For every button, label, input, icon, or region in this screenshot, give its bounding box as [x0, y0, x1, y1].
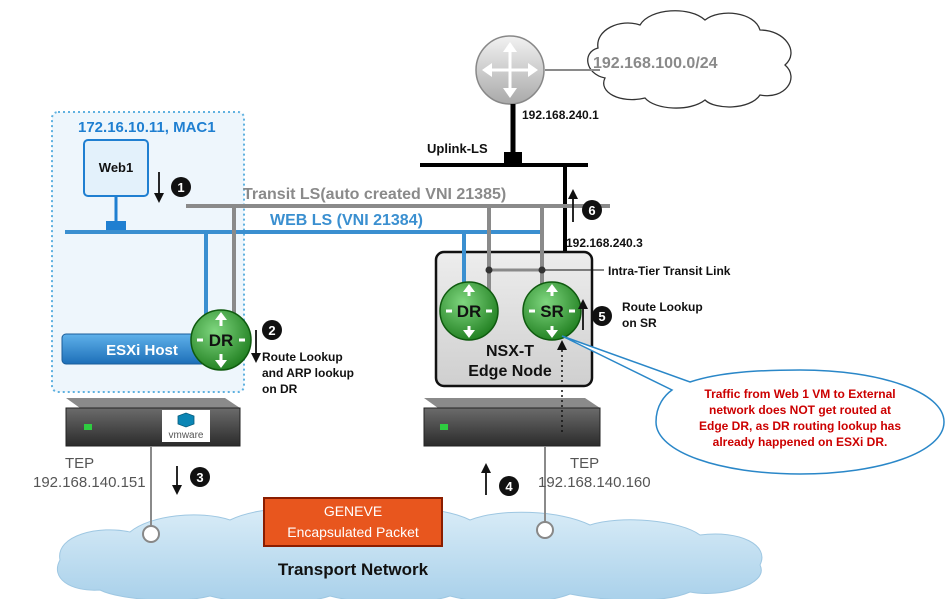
- geneve-label-line1: GENEVE: [324, 503, 382, 519]
- step5-number: 5: [598, 309, 605, 324]
- geneve-packet-box: GENEVE Encapsulated Packet: [263, 497, 443, 547]
- step1-arrowhead: [154, 193, 164, 203]
- step2-badge: [262, 320, 282, 340]
- step4-badge: [499, 476, 519, 496]
- web-ls-label: WEB LS (VNI 21384): [270, 212, 423, 229]
- web1-vm: Web1: [83, 139, 149, 197]
- vm-name: Web1: [99, 160, 133, 175]
- step6-number: 6: [588, 203, 595, 218]
- step1-number: 1: [177, 180, 184, 195]
- sr-uplink-ip: 192.168.240.3: [566, 236, 643, 250]
- web1-ls-port: [106, 221, 126, 231]
- edge-packet-path-arrow: [557, 340, 567, 350]
- step3-arrowhead: [172, 485, 182, 495]
- external-network-cidr: 192.168.100.0/24: [593, 55, 718, 72]
- step5-text-line1: Route Lookup: [622, 300, 703, 314]
- intra-tier-label: Intra-Tier Transit Link: [608, 264, 731, 278]
- edge-sr-label: SR: [540, 302, 564, 321]
- esxi-host-label: ESXi Host: [106, 342, 178, 359]
- external-router: [475, 35, 545, 105]
- step2-number: 2: [268, 323, 275, 338]
- router-ip: 192.168.240.1: [522, 108, 599, 122]
- step4-number: 4: [505, 479, 513, 494]
- uplink-connector: [504, 152, 522, 166]
- edge-node-name-line2: Edge Node: [468, 363, 552, 380]
- callout-line1: Traffic from Web 1 VM to External: [704, 387, 895, 401]
- edge-sr-router: [522, 281, 582, 341]
- step2-arrowhead: [251, 353, 261, 363]
- uplink-ls-label: Uplink-LS: [427, 141, 488, 156]
- edge-node-name-line1: NSX-T: [486, 343, 534, 360]
- transit-ls-label: Transit LS(auto created VNI 21385): [243, 186, 506, 203]
- step2-text-line1: Route Lookup: [262, 350, 343, 364]
- edge-dr-router: [439, 281, 499, 341]
- host-dr-router: [190, 309, 252, 371]
- step5-text-line2: on SR: [622, 316, 657, 330]
- intra-tier-dr-port: [485, 266, 493, 274]
- intra-tier-sr-port: [538, 266, 546, 274]
- vmware-cube-icon: [177, 412, 195, 428]
- step5-arrowhead: [578, 299, 588, 309]
- vmware-logo-text: vmware: [168, 430, 203, 441]
- edge-tep-label: TEP: [570, 455, 599, 472]
- vm-ip-mac: 172.16.10.11, MAC1: [78, 119, 216, 136]
- host-tep-ip: 192.168.140.151: [33, 474, 146, 491]
- geneve-label-line2: Encapsulated Packet: [287, 524, 419, 540]
- callout-line3: Edge DR, as DR routing lookup has: [699, 419, 901, 433]
- callout-bubble: [561, 335, 945, 475]
- host-tep-label: TEP: [65, 455, 94, 472]
- edge-dr-label: DR: [457, 302, 482, 321]
- host-server-box: vmware: [65, 398, 241, 447]
- step2-text-line3: on DR: [262, 382, 298, 396]
- transport-network-label: Transport Network: [278, 560, 429, 579]
- step6-badge: [582, 200, 602, 220]
- host-tep-port: [142, 525, 160, 543]
- external-network-cloud: [587, 10, 792, 109]
- step3-number: 3: [196, 470, 203, 485]
- step2-text-line2: and ARP lookup: [262, 366, 354, 380]
- host-dr-label: DR: [209, 331, 234, 350]
- edge-tep-port: [536, 521, 554, 539]
- step3-badge: [190, 467, 210, 487]
- step5-badge: [592, 306, 612, 326]
- edge-tep-ip: 192.168.140.160: [538, 474, 651, 491]
- callout-line4: already happened on ESXi DR.: [713, 435, 888, 449]
- step6-arrowhead: [568, 189, 578, 199]
- callout-line2: network does NOT get routed at: [709, 403, 891, 417]
- step4-arrowhead: [481, 463, 491, 473]
- step1-badge: [171, 177, 191, 197]
- edge-server-box: [423, 398, 601, 447]
